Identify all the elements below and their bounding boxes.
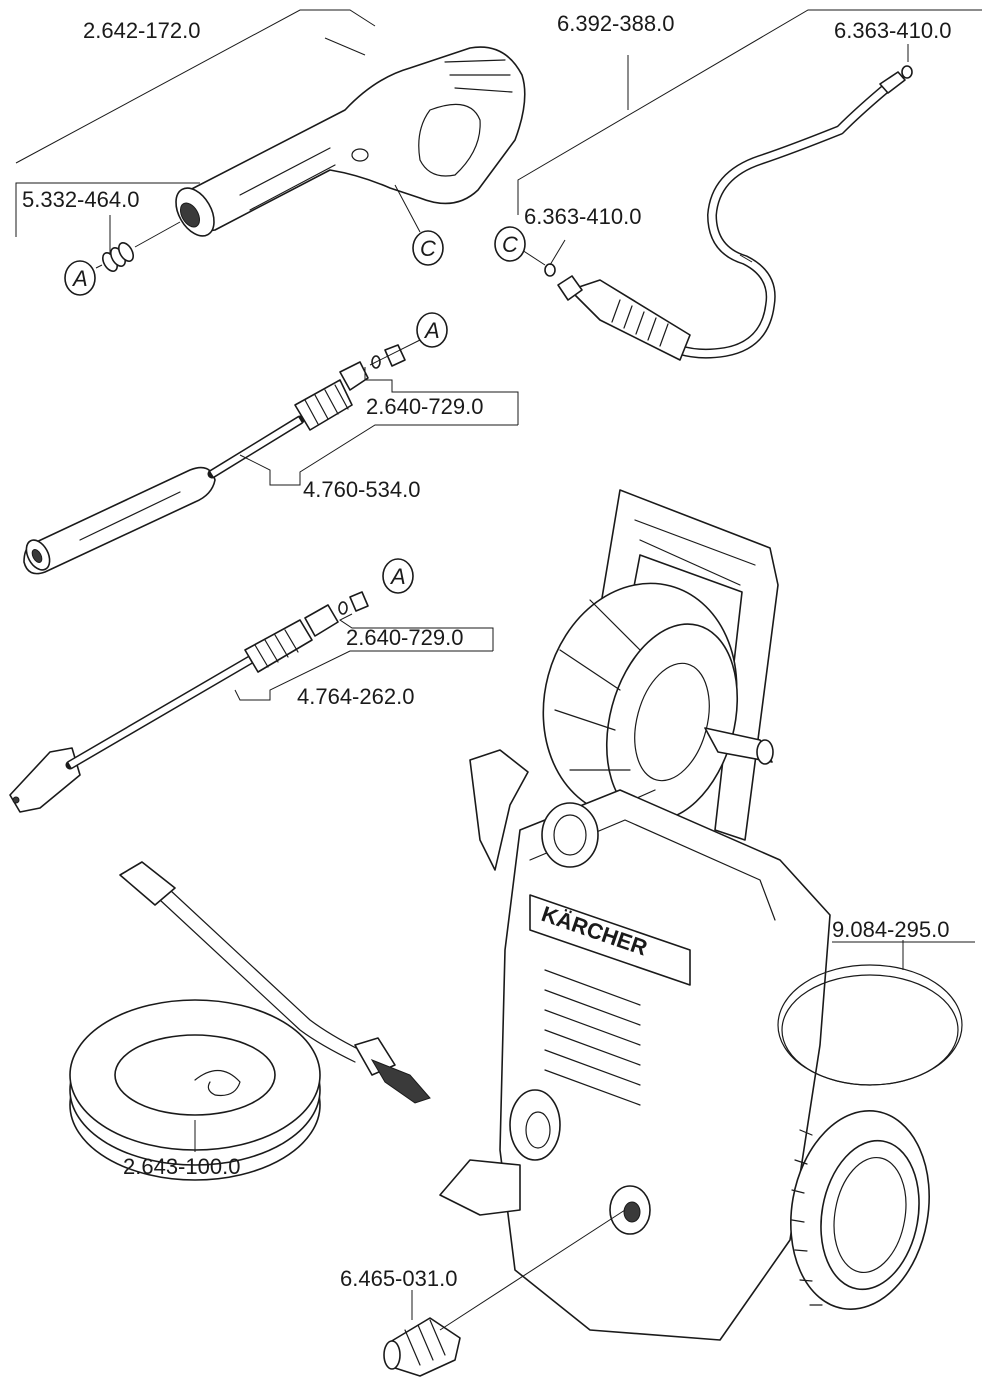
label-hose-oring-top: 6.363-410.0 [834, 18, 951, 43]
marker-a-gun: A [64, 260, 96, 296]
marker-a-lance-1: A [416, 312, 448, 348]
label-garden-hose: 2.643-100.0 [123, 1154, 240, 1179]
high-pressure-hose [557, 71, 906, 361]
garden-hose-coil [69, 861, 431, 1181]
marker-a-lance-2: A [382, 558, 414, 594]
svg-text:C: C [420, 236, 436, 261]
label-hose: 6.392-388.0 [557, 11, 674, 36]
label-lance-1: 4.760-534.0 [303, 477, 420, 502]
svg-text:A: A [423, 318, 440, 343]
spray-gun [175, 46, 526, 237]
marker-c-hose: C [494, 226, 526, 262]
hose-coupling [383, 1317, 461, 1377]
hose-oring-mid-part [544, 263, 556, 277]
hose-oring-top-part [901, 65, 913, 79]
svg-text:C: C [502, 232, 518, 257]
pressure-washer-unit: KÄRCHER [439, 489, 930, 1341]
label-lance-2-nozzle: 2.640-729.0 [346, 625, 463, 650]
svg-text:A: A [71, 266, 88, 291]
label-gun: 2.642-172.0 [83, 18, 200, 43]
label-lance-2: 4.764-262.0 [297, 684, 414, 709]
power-cable-coil [777, 964, 963, 1086]
lance-1-nozzle-kit [369, 339, 421, 369]
gun-seal-rings [95, 221, 181, 272]
label-gun-seal: 5.332-464.0 [22, 187, 139, 212]
label-lance-1-nozzle: 2.640-729.0 [366, 394, 483, 419]
lance-2-nozzle-kit [338, 591, 369, 615]
lance-1 [23, 361, 369, 575]
lance-2 [9, 604, 339, 813]
label-cable: 9.084-295.0 [832, 917, 949, 942]
marker-c-gun: C [412, 230, 444, 266]
label-coupling: 6.465-031.0 [340, 1266, 457, 1291]
label-hose-oring-mid: 6.363-410.0 [524, 204, 641, 229]
leader-lines [15, 9, 982, 1331]
svg-text:A: A [389, 564, 406, 589]
